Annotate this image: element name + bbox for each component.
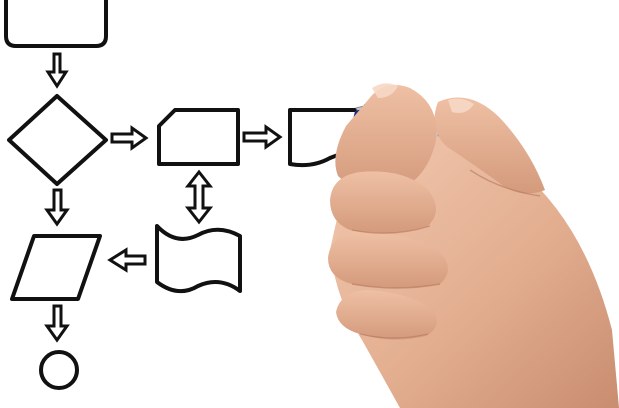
hand-thumb <box>434 97 545 194</box>
input-output-shape <box>10 234 102 301</box>
terminator-shape <box>4 0 108 48</box>
hand-ring-finger <box>328 232 448 288</box>
arrow-punched-tape-to-input-output <box>107 247 147 273</box>
arrow-decision-to-card <box>110 125 149 151</box>
arrow-card-to-document <box>242 124 283 150</box>
connector-circle <box>39 350 79 390</box>
arrow-decision-to-input-output <box>44 188 70 227</box>
decision-diamond <box>7 94 108 186</box>
hand-with-marker-icon <box>328 83 619 408</box>
hand-pinky-finger <box>336 290 437 340</box>
hand-middle-finger <box>330 171 436 234</box>
hand-index-finger <box>335 84 437 193</box>
punched-tape-shape <box>155 224 242 294</box>
arrow-card-punched-tape <box>184 169 214 225</box>
arrow-terminator-to-decision <box>45 52 69 89</box>
arrow-input-output-to-connector <box>44 304 70 343</box>
card-shape <box>157 108 240 166</box>
